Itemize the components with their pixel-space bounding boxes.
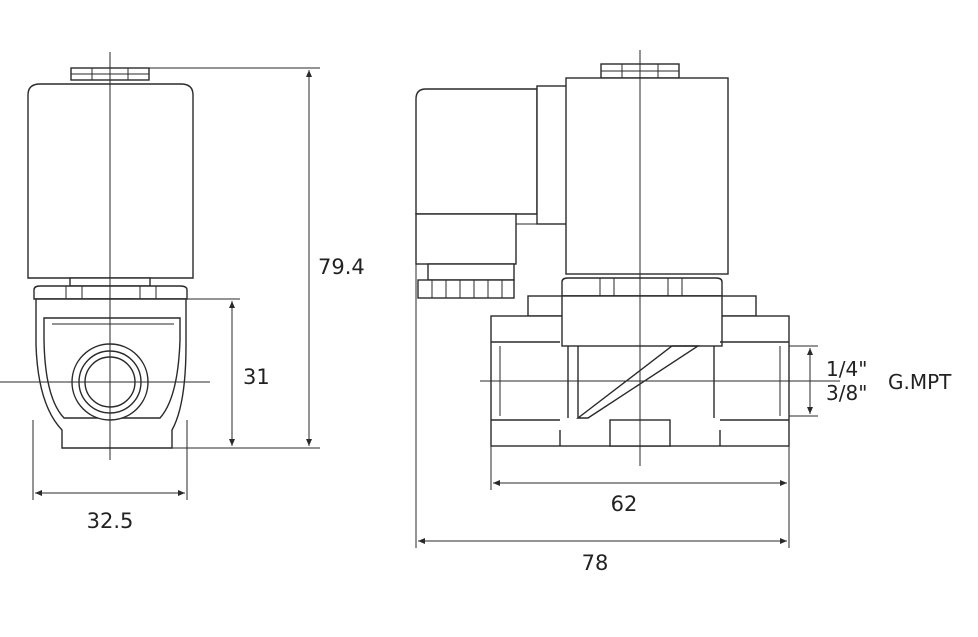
side-connector: [415, 85, 572, 265]
dim-width-front-label: 32.5: [87, 509, 134, 533]
side-view: [415, 50, 840, 466]
dim-height-total-label: 79.4: [318, 255, 365, 279]
dim-body-length: 62: [490, 446, 790, 516]
dim-port-size: 1/4" 3/8" G.MPT: [789, 345, 952, 417]
side-bonnet-hex: [561, 277, 723, 297]
port-size-b-label: 3/8": [826, 381, 867, 405]
dim-body-length-label: 62: [611, 492, 638, 516]
dim-width-front: 32.5: [32, 420, 188, 533]
port-size-a-label: 1/4": [826, 357, 867, 381]
dim-body-height-label: 31: [243, 365, 270, 389]
side-coil: [565, 77, 729, 275]
dim-total-length-label: 78: [582, 551, 609, 575]
dim-total-length: 78: [415, 264, 790, 575]
dim-body-height: 31: [172, 298, 270, 449]
side-gland-nut: [417, 263, 515, 299]
front-view: [0, 52, 210, 460]
port-thread-label: G.MPT: [888, 370, 952, 394]
